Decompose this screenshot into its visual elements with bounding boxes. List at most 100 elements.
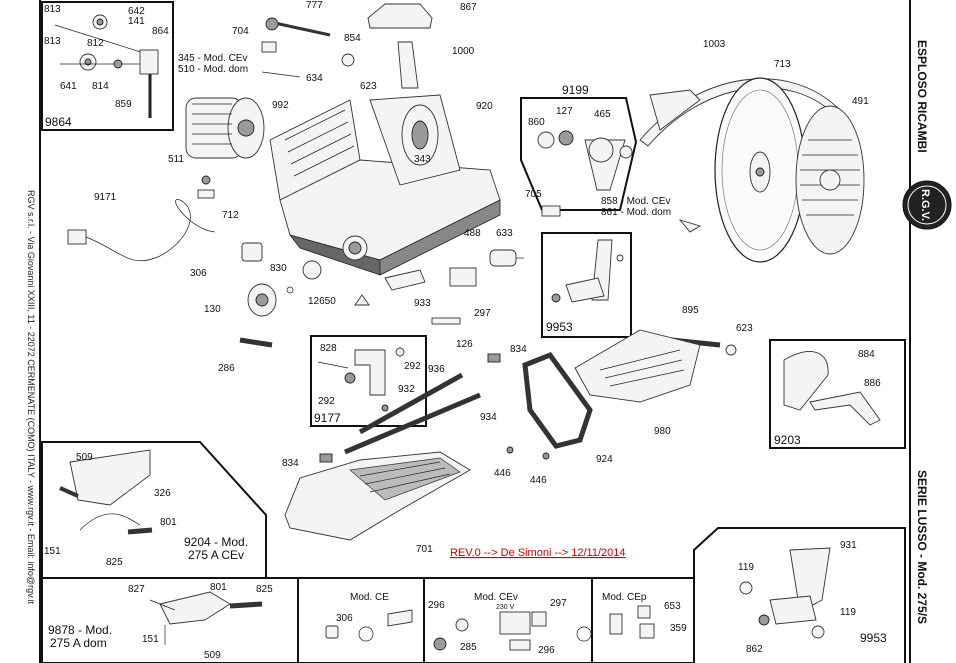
label-633: 633: [496, 228, 513, 239]
label-834-b: 834: [282, 458, 299, 469]
box-label-9199: 9199: [562, 83, 589, 97]
exploded-parts-title: ESPLOSO RICAMBI: [915, 40, 929, 153]
label-mod-cev: Mod. CEv: [474, 592, 518, 603]
part-511: [201, 175, 211, 185]
label-119-a: 119: [738, 562, 754, 573]
switch-306: [325, 609, 413, 642]
label-701: 701: [416, 544, 433, 555]
label-936: 936: [428, 364, 445, 375]
label-1003: 1003: [703, 39, 726, 50]
rod-777: [265, 17, 331, 37]
label-491: 491: [852, 96, 869, 107]
label-634: 634: [306, 73, 323, 84]
rod-934: [344, 392, 481, 455]
handle-924: [522, 351, 593, 449]
label-141: 141: [128, 16, 145, 27]
label-642: 642: [128, 6, 145, 17]
label-12650: 12650: [308, 296, 336, 307]
label-509-b: 509: [204, 650, 221, 661]
rgv-logo: R.G.V.: [902, 180, 952, 230]
label-130: 130: [204, 304, 221, 315]
guard-assembly-9204: [59, 449, 153, 535]
part-126: [431, 317, 461, 325]
part-12650: [286, 286, 294, 294]
guard-assembly-9203: [783, 351, 881, 426]
power-cable-9171: [67, 199, 216, 261]
label-641: 641: [60, 81, 77, 92]
label-292-b: 292: [318, 396, 335, 407]
label-511: 511: [168, 154, 184, 165]
label-814: 814: [92, 81, 109, 92]
label-920: 920: [476, 101, 493, 112]
label-623-a: 623: [360, 81, 377, 92]
label-705: 705: [525, 189, 542, 200]
note-9204-b: 275 A CEv: [188, 548, 244, 562]
label-933: 933: [414, 298, 431, 309]
blade-713: [714, 77, 806, 263]
label-306: 306: [190, 268, 207, 279]
label-326: 326: [154, 488, 171, 499]
part-854: [341, 53, 355, 67]
label-297-b: 297: [550, 598, 567, 609]
label-712: 712: [222, 210, 239, 221]
label-1000: 1000: [452, 46, 475, 57]
logo-text: R.G.V.: [919, 189, 931, 221]
tray-980: [574, 329, 701, 403]
spring-834-a: [487, 353, 501, 363]
guard-assembly-9953-b: [739, 547, 831, 639]
label-801-b: 801: [210, 582, 227, 593]
slicer-main-body: [269, 94, 501, 276]
label-854: 854: [344, 33, 361, 44]
label-777: 777: [306, 0, 323, 11]
note-861: 861 - Mod. dom: [601, 207, 671, 218]
blade-cover-491: [795, 105, 865, 255]
label-801-a: 801: [160, 517, 177, 528]
label-151-a: 151: [44, 546, 61, 557]
label-296-b: 296: [538, 645, 555, 656]
box-9199: [520, 97, 638, 211]
note-9878-a: 9878 - Mod.: [48, 623, 112, 637]
part-705: [541, 205, 561, 217]
note-9878-b: 275 A dom: [50, 636, 107, 650]
label-465: 465: [594, 109, 611, 120]
label-992: 992: [272, 100, 289, 111]
part-1000: [397, 41, 419, 89]
note-510: 510 - Mod. dom: [178, 64, 248, 75]
part-933: [384, 269, 426, 291]
note-345: 345 - Mod. CEv: [178, 53, 247, 64]
pin-286: [239, 337, 273, 348]
label-827: 827: [128, 584, 145, 595]
box-label-9864: 9864: [45, 115, 72, 129]
label-704: 704: [232, 26, 249, 37]
label-488: 488: [464, 228, 481, 239]
screw-446-b: [542, 452, 550, 460]
box-mod-cep: [591, 577, 695, 663]
belt-assembly-9199: [537, 130, 633, 191]
knob-130: [247, 283, 277, 317]
label-931: 931: [840, 540, 857, 551]
note-858: 858 - Mod. CEv: [601, 196, 670, 207]
motor: [185, 97, 265, 159]
label-864: 864: [152, 26, 169, 37]
label-mod-ce: Mod. CE: [350, 592, 389, 603]
label-mod-cep: Mod. CEp: [602, 592, 647, 603]
guard-assembly-9878: [149, 591, 263, 645]
label-653: 653: [664, 601, 681, 612]
label-980: 980: [654, 426, 671, 437]
label-813-a: 813: [44, 4, 61, 15]
pin-634: [261, 71, 301, 78]
label-151-b: 151: [142, 634, 159, 645]
cover-867: [367, 3, 433, 29]
label-834-a: 834: [510, 344, 527, 355]
box-label-9953-a: 9953: [546, 320, 573, 334]
spring-834-b: [319, 453, 333, 463]
label-895: 895: [682, 305, 699, 316]
revision-note: REV.0 --> De Simoni --> 12/11/2014: [450, 547, 625, 559]
series-model-title: SERIE LUSSO - Mod. 275/S: [915, 470, 929, 624]
label-296-a: 296: [428, 600, 445, 611]
box-label-9177: 9177: [314, 411, 341, 425]
label-813-b: 813: [44, 36, 61, 47]
label-119-b: 119: [840, 607, 856, 618]
box-9953-b: [693, 527, 906, 663]
